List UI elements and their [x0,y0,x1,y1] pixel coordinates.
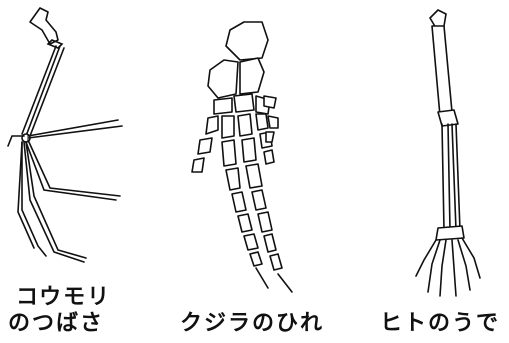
bat-wing-skeleton [8,8,122,262]
human-arm-label: ヒトのうで [380,311,500,337]
human-arm-skeleton [416,10,480,296]
bat-wing-label-line1: コウモリ [16,285,111,311]
whale-flipper-label: クジラのひれ [180,311,324,337]
bat-wing-label-line2: のつばさ [8,311,104,337]
whale-flipper-skeleton [192,22,292,292]
